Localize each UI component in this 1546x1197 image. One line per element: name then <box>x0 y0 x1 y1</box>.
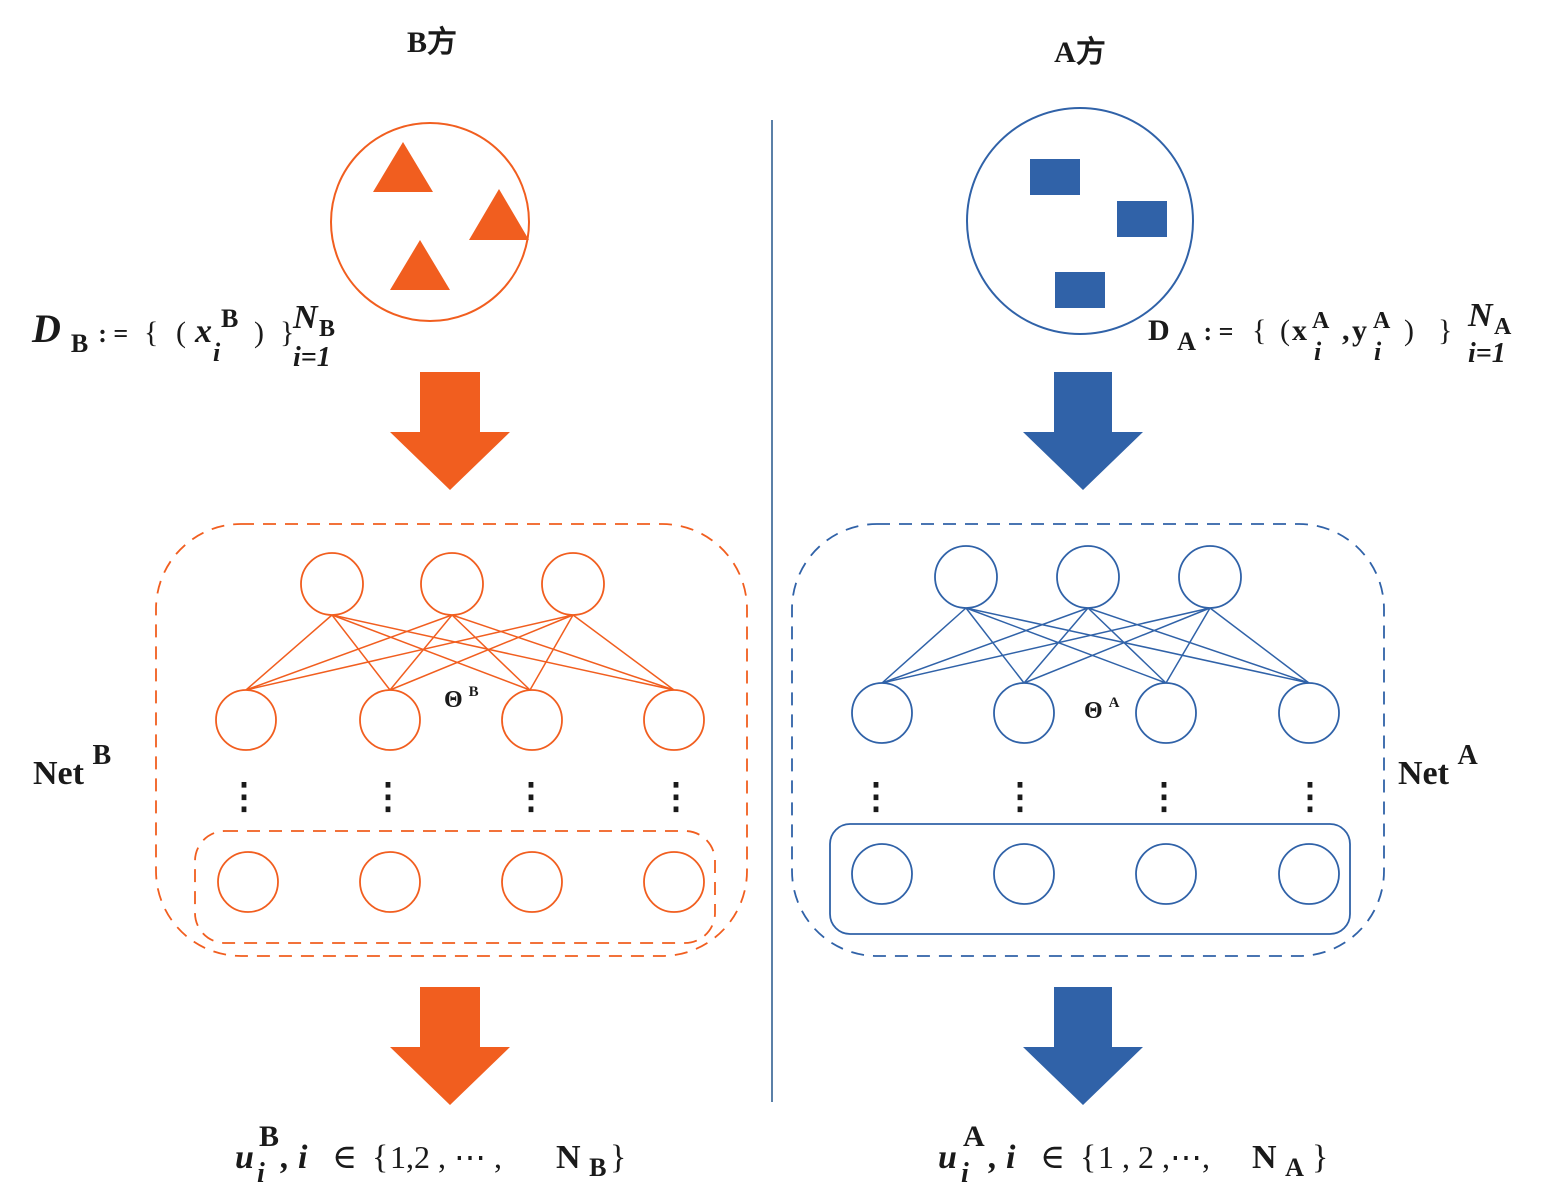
party-a-dataset-formula: D A : = { ( x A i , y A i ) } N A i=1 <box>1148 297 1519 369</box>
neuron <box>359 689 421 751</box>
party-b-network-boundary <box>155 523 748 957</box>
party-b-connections <box>245 614 675 691</box>
party-a-output-formula: u A i , i ∈ { 1 , 2 ,⋯, N A } <box>938 1117 1328 1190</box>
vertical-ellipsis: ⋮ <box>1292 776 1328 816</box>
triangle-sample <box>373 142 433 192</box>
neuron <box>300 552 364 616</box>
neuron <box>1178 545 1242 609</box>
neuron <box>1278 843 1340 905</box>
party-a-data-circle <box>966 107 1194 335</box>
neuron <box>643 851 705 913</box>
party-b-output-layer-boundary <box>194 830 716 944</box>
party-b-network: ⋮ ⋮ ⋮ ⋮ Θ B <box>155 523 748 957</box>
neuron <box>1135 682 1197 744</box>
rectangle-sample <box>1055 272 1105 308</box>
party-b-dataset-formula: D B : = { ( x B i ) } N B i=1 <box>31 291 345 373</box>
party-b-theta: Θ B <box>444 684 479 713</box>
vertical-ellipsis: ⋮ <box>370 776 406 816</box>
neuron <box>1056 545 1120 609</box>
triangle-sample <box>469 189 529 240</box>
neuron <box>934 545 998 609</box>
neuron <box>541 552 605 616</box>
party-a-output-layer-boundary <box>829 823 1351 935</box>
vertical-ellipsis: ⋮ <box>658 776 694 816</box>
neuron <box>501 689 563 751</box>
neuron <box>1278 682 1340 744</box>
party-a-connections <box>881 607 1310 684</box>
party-b-data-circle <box>330 122 530 322</box>
neuron <box>993 682 1055 744</box>
vertical-ellipsis: ⋮ <box>513 776 549 816</box>
party-a-title: A方 <box>1054 35 1106 69</box>
vertical-ellipsis: ⋮ <box>1002 776 1038 816</box>
neuron <box>359 851 421 913</box>
vertical-ellipsis: ⋮ <box>1146 776 1182 816</box>
vertical-ellipsis: ⋮ <box>226 776 262 816</box>
party-b-input-arrow <box>390 372 510 490</box>
party-b-output-formula: u B i , i ∈ { 1,2 , ⋯ , N B } <box>235 1117 626 1190</box>
party-a-network: ⋮ ⋮ ⋮ ⋮ Θ A <box>791 523 1385 957</box>
neuron <box>501 851 563 913</box>
rectangle-sample <box>1117 201 1167 237</box>
vertical-ellipsis: ⋮ <box>858 776 894 816</box>
neuron <box>851 682 913 744</box>
neuron <box>643 689 705 751</box>
neuron <box>993 843 1055 905</box>
party-a-input-arrow <box>1023 372 1143 490</box>
party-b-data-pool <box>330 122 530 322</box>
neuron <box>1135 843 1197 905</box>
neuron <box>215 689 277 751</box>
rectangle-sample <box>1030 159 1080 195</box>
party-b-title: B方 <box>407 25 457 59</box>
neuron <box>217 851 279 913</box>
triangle-sample <box>390 240 450 290</box>
neuron <box>420 552 484 616</box>
party-a-theta: Θ A <box>1084 695 1120 724</box>
party-a-data-pool <box>966 107 1194 335</box>
party-b-output-arrow <box>390 987 510 1105</box>
neuron <box>851 843 913 905</box>
party-b-net-label: Net B <box>33 740 111 792</box>
party-a-output-arrow <box>1023 987 1143 1105</box>
party-a-net-label: Net A <box>1398 740 1478 792</box>
party-a-network-boundary <box>791 523 1385 957</box>
